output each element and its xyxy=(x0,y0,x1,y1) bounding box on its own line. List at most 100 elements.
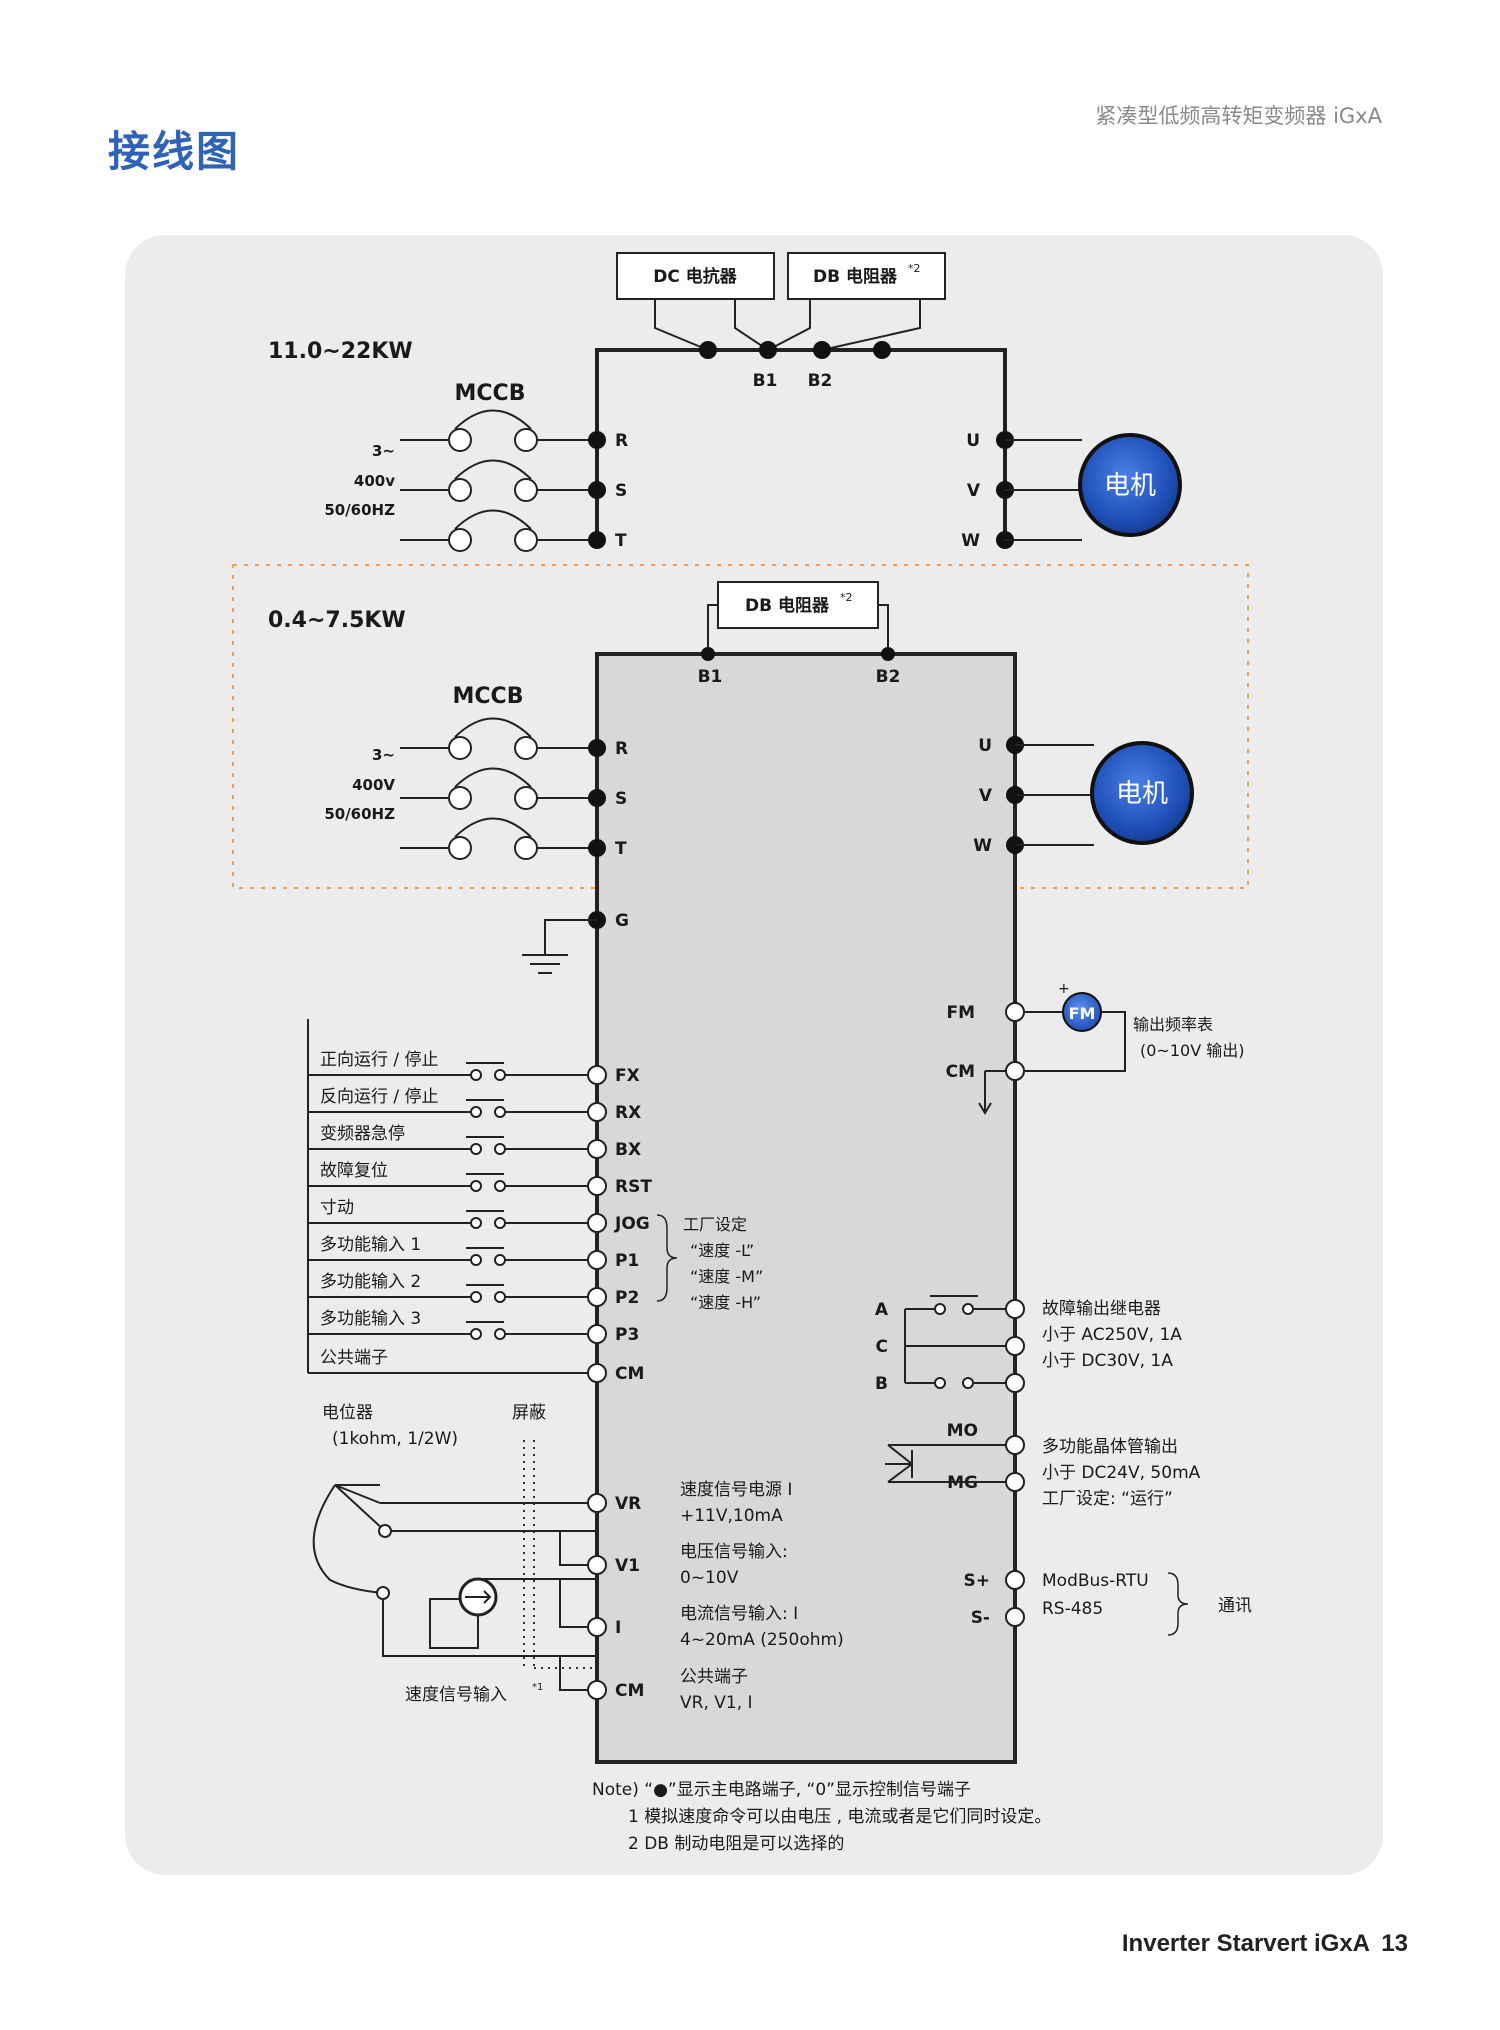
comm-label: 通讯 xyxy=(1218,1596,1252,1616)
mid-u-label: U xyxy=(978,736,992,756)
digital-input-row: 多功能输入 3P3 xyxy=(307,1306,639,1345)
mid-mccb-label: MCCB xyxy=(453,684,524,709)
dc-reactor-label: DC 电抗器 xyxy=(653,266,738,287)
analog-desc-line2: VR, V1, I xyxy=(680,1693,753,1713)
fm-desc-1: (0~10V 输出) xyxy=(1140,1041,1244,1060)
ground-label: G xyxy=(615,911,629,931)
top-supply-3: 50/60HZ xyxy=(324,501,395,519)
control-terminal xyxy=(587,1065,607,1085)
fm-terminal xyxy=(1005,1002,1025,1022)
analog-term-label: CM xyxy=(615,1681,644,1701)
db-resistor-label-top: DB 电阻器 xyxy=(813,266,898,287)
mid-range-label: 0.4~7.5KW xyxy=(268,608,406,633)
fm-meter xyxy=(1062,992,1102,1032)
top-range-label: 11.0~22KW xyxy=(268,339,413,364)
page-title: 接线图 xyxy=(108,127,241,176)
mid-terminal-r xyxy=(588,739,606,757)
digital-input-desc: 多功能输入 2 xyxy=(320,1272,421,1292)
bus-dot-4 xyxy=(873,341,891,359)
factory-brace xyxy=(656,1214,678,1302)
fm-desc-0: 输出频率表 xyxy=(1133,1015,1213,1034)
mid-terminal-b1 xyxy=(701,647,715,661)
relay-a-label: A xyxy=(875,1300,889,1320)
comm-desc-0: ModBus-RTU xyxy=(1042,1571,1149,1591)
db-resistor-box-mid xyxy=(717,581,879,629)
digital-input-desc: 公共端子 xyxy=(320,1348,388,1368)
control-terminal xyxy=(587,1102,607,1122)
analog-term-label: VR xyxy=(615,1494,641,1514)
relay-b-label: B xyxy=(875,1374,888,1394)
db-resistor-leads xyxy=(767,299,921,351)
analog-desc-line2: +11V,10mA xyxy=(680,1506,783,1526)
digital-input-desc: 多功能输入 1 xyxy=(320,1235,421,1255)
footer-product: Inverter Starvert iGxA xyxy=(1121,1930,1370,1957)
speed-input-label: 速度信号输入 xyxy=(405,1685,507,1705)
relay-terminal-c xyxy=(1005,1336,1025,1356)
top-terminal-s xyxy=(588,481,606,499)
analog-terminal-row: CM 公共端子 VR, V1, I xyxy=(587,1667,753,1713)
top-t-label: T xyxy=(615,531,627,551)
mo-desc-2: 工厂设定: “运行” xyxy=(1042,1489,1173,1509)
analog-desc-line2: 4~20mA (250ohm) xyxy=(680,1630,844,1650)
digital-input-term: RX xyxy=(615,1103,641,1123)
analog-term-label: V1 xyxy=(615,1556,640,1576)
small-range-dashed-box xyxy=(232,564,1249,889)
comm-brace xyxy=(1167,1572,1189,1636)
control-terminal xyxy=(587,1363,607,1383)
analog-desc-line1: 公共端子 xyxy=(680,1667,748,1687)
mid-supply-1: 3~ xyxy=(372,746,395,764)
db-resistor-label-mid: DB 电阻器 xyxy=(745,595,830,616)
footer-page-number: 13 xyxy=(1381,1930,1408,1957)
relay-desc-2: 小于 DC30V, 1A xyxy=(1042,1351,1173,1371)
top-r-label: R xyxy=(615,431,628,451)
mid-s-label: S xyxy=(615,789,627,809)
control-terminal xyxy=(587,1250,607,1270)
digital-input-row: 多功能输入 1P1 xyxy=(307,1232,639,1271)
control-terminal xyxy=(587,1176,607,1196)
mid-motor-label: 电机 xyxy=(1116,779,1168,809)
mid-t-label: T xyxy=(615,839,627,859)
current-source-arrow xyxy=(465,1590,492,1604)
speed-input-sup: *1 xyxy=(532,1682,543,1693)
comm-desc-1: RS-485 xyxy=(1042,1599,1103,1619)
cm-fm-label: CM xyxy=(946,1062,975,1082)
relay-contacts xyxy=(904,1295,1006,1384)
pot-wiper xyxy=(378,1524,392,1538)
fm-plus: + xyxy=(1058,981,1070,997)
relay-contact-dots xyxy=(934,1303,974,1389)
digital-input-term: CM xyxy=(615,1364,644,1384)
mid-v-label: V xyxy=(979,786,993,806)
control-terminal xyxy=(587,1617,607,1637)
top-v-label: V xyxy=(967,481,981,501)
digital-input-desc: 正向运行 / 停止 xyxy=(320,1050,439,1070)
mid-r-label: R xyxy=(615,739,628,759)
current-source-wires xyxy=(429,1578,597,1649)
top-b2-label: B2 xyxy=(808,371,833,391)
top-s-label: S xyxy=(615,481,627,501)
factory-setting-2: “速度 -M” xyxy=(690,1267,763,1286)
digital-input-desc: 多功能输入 3 xyxy=(320,1309,421,1329)
potentiometer xyxy=(312,1484,597,1657)
analog-desc-line1: 速度信号电源 I xyxy=(680,1480,792,1500)
control-terminal xyxy=(587,1287,607,1307)
mo-label: MO xyxy=(947,1421,978,1441)
bus-dot-b2 xyxy=(813,341,831,359)
top-u-label: U xyxy=(966,431,980,451)
fm-meter-label: FM xyxy=(1069,1004,1096,1023)
pot-spec: (1kohm, 1/2W) xyxy=(332,1429,458,1449)
s-plus-label: S+ xyxy=(964,1571,991,1591)
shield-label: 屏蔽 xyxy=(512,1403,546,1423)
control-terminal xyxy=(587,1139,607,1159)
digital-input-desc: 故障复位 xyxy=(320,1161,388,1181)
top-supply-1: 3~ xyxy=(372,442,395,460)
fm-wires xyxy=(1024,1011,1126,1072)
relay-terminal-a xyxy=(1005,1299,1025,1319)
digital-input-term: BX xyxy=(615,1140,641,1160)
analog-desc-line2: 0~10V xyxy=(680,1568,739,1588)
